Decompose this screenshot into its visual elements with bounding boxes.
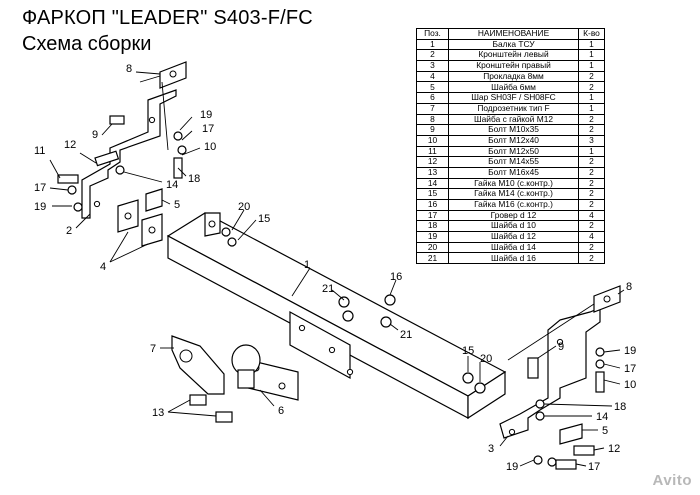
callout-19: 19 [506, 461, 518, 473]
callout-16: 16 [390, 271, 402, 283]
callout-8: 8 [626, 281, 632, 293]
callout-21: 21 [400, 329, 412, 341]
callout-10: 10 [624, 379, 636, 391]
left-hanger [139, 61, 187, 151]
callout-5: 5 [602, 425, 608, 437]
callout-1: 1 [304, 259, 310, 271]
callout-8: 8 [126, 63, 132, 75]
callout-15: 15 [258, 213, 270, 225]
callout-7: 7 [150, 343, 156, 355]
callout-4: 4 [100, 261, 106, 273]
callout-12: 12 [64, 139, 76, 151]
callout-18: 18 [614, 401, 626, 413]
page-title: ФАРКОП "LEADER" S403-F/FC [22, 7, 313, 29]
spacer-plates [117, 188, 163, 247]
callout-20: 20 [480, 353, 492, 365]
callout-2: 2 [66, 225, 72, 237]
tow-beam [166, 212, 507, 420]
center-fasteners [338, 294, 396, 328]
callout-10: 10 [204, 141, 216, 153]
callout-11: 11 [34, 145, 45, 157]
page-subtitle: Схема сборки [22, 33, 152, 55]
callout-17: 17 [624, 363, 636, 375]
watermark: Avito [652, 472, 692, 489]
callout-5: 5 [174, 199, 180, 211]
callout-18: 18 [188, 173, 200, 185]
ball-bolts [189, 394, 233, 423]
callout-9: 9 [92, 129, 98, 141]
callout-13: 13 [152, 407, 164, 419]
callout-19: 19 [200, 109, 212, 121]
right-fasteners [462, 347, 605, 470]
socket-plate [171, 335, 225, 395]
callout-20: 20 [238, 201, 250, 213]
cell-qty: 2 [578, 252, 605, 265]
callout-9: 9 [558, 341, 564, 353]
callout-6: 6 [278, 405, 284, 417]
leader-lines [49, 71, 625, 467]
callout-labels: 8 19 17 9 10 11 12 17 14 18 19 2 5 4 20 … [34, 63, 636, 473]
callout-19: 19 [624, 345, 636, 357]
tow-ball [231, 344, 299, 401]
callout-17: 17 [202, 123, 214, 135]
callout-3: 3 [488, 443, 494, 455]
callout-19: 19 [34, 201, 46, 213]
right-bracket [499, 307, 601, 439]
right-hanger [507, 285, 621, 361]
callout-14: 14 [166, 179, 178, 191]
callout-17: 17 [34, 182, 46, 194]
callout-15: 15 [462, 345, 474, 357]
callout-21: 21 [322, 283, 334, 295]
callout-14: 14 [596, 411, 608, 423]
callout-17: 17 [588, 461, 600, 473]
callout-12: 12 [608, 443, 620, 455]
